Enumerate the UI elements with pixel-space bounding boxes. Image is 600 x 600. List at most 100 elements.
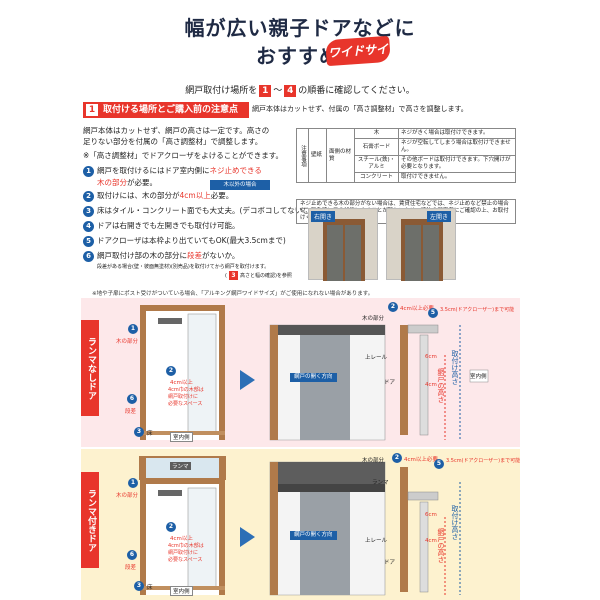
intro-line-2: 足りない部分を付属の「高さ調整材」で調整します。	[83, 137, 263, 146]
door-panel	[405, 225, 421, 281]
install-screen	[300, 492, 350, 595]
marker-3-icon: 3	[134, 427, 144, 437]
door-glass-panel	[187, 487, 217, 589]
marker-3-icon: 3	[134, 581, 144, 591]
label-top-need: 4cm以上必要	[404, 457, 438, 463]
item-text: ドアは右開きでも左開きでも取付け可能。	[97, 221, 240, 230]
marker-2-icon: 2	[166, 522, 176, 532]
section-number: 1	[86, 104, 98, 116]
section-header: 取付ける場所とご購入前の注意点	[83, 102, 249, 118]
label-door: ドア	[384, 380, 396, 386]
label-need-note2: 網戸取付けに	[168, 394, 199, 400]
caution-desc: その他ボードは取付けできます。下穴開けが必要となります。	[398, 155, 516, 173]
wood-exception-tag: 木以外の場合	[210, 180, 270, 190]
label-door: ドア	[384, 560, 396, 566]
footnote: ※地や子扉にポスト受けがついている場合、「アルキング網戸ワイドサイズ」がご使用に…	[92, 291, 374, 297]
marker-6-icon: 6	[127, 394, 137, 404]
item-text-red: 4cm以上	[179, 191, 211, 200]
label-wood: 木の部分	[116, 339, 139, 345]
section-wood	[400, 467, 408, 592]
label-need-note1: 4cm巾の木部は	[168, 387, 204, 393]
section-rail	[407, 491, 439, 501]
label-room-right: 室内側	[470, 374, 487, 380]
photo-left-opening: 左開き	[386, 208, 456, 281]
item-text: が必要。	[127, 178, 157, 187]
door-top-frame	[140, 479, 225, 484]
label-height: 取付け高さ	[451, 505, 459, 540]
open-direction-label: 網戸の開く方向	[290, 531, 337, 540]
door-glass-panel	[187, 313, 217, 433]
item-text: ドアクローザは本枠より出ていてもOK(最大3.5cmまで)	[97, 236, 286, 245]
caution-desc: ネジがきく場合は取付けできます。	[398, 128, 516, 139]
caution-material: スチール(鉄)・アルミ	[354, 155, 399, 173]
caution-material: 木	[354, 128, 399, 139]
caution-desc: 取付けできません。	[398, 172, 516, 183]
label-need-note1: 4cm巾の木部は	[168, 543, 204, 549]
item-text: 取付けには、木の部分が	[97, 191, 180, 200]
step-arrow	[240, 527, 255, 547]
photo-right-opening: 右開き	[308, 208, 378, 281]
door-left-frame	[140, 457, 146, 595]
item-number-icon: 3	[83, 205, 94, 217]
door-panel	[423, 225, 439, 281]
label-need-note3: 必要なスペース	[168, 401, 203, 407]
open-direction-label: 網戸の開く方向	[290, 373, 337, 382]
wide-size-badge: ワイドサイズ	[325, 35, 391, 84]
door-right-frame	[219, 457, 225, 595]
item-text: がないか。	[202, 251, 240, 260]
install-top-rail	[270, 484, 385, 492]
door-panel	[327, 225, 343, 281]
label-wood-right: 木の部分	[362, 458, 385, 464]
label-top-need: 4cm以上必要	[400, 306, 434, 312]
ref-open: (	[225, 273, 227, 279]
item-text: 網戸取付け部の木の部分に	[97, 251, 187, 260]
ref-text: 高さと幅の確認)を参照	[239, 273, 292, 279]
label-need-note2: 網戸取付けに	[168, 550, 199, 556]
section-rail	[407, 324, 439, 334]
label-transom: ランマ	[170, 462, 191, 470]
marker-1-icon: 1	[128, 324, 138, 334]
marker-5-icon: 5	[434, 459, 444, 469]
label-transom-right: ランマ	[372, 480, 389, 486]
door-left-frame	[140, 305, 146, 440]
door-closer	[158, 490, 182, 496]
caution-table: 注意事項 壁紙 面側の材質 木 ネジがきく場合は取付けできます。 石膏ボード ネ…	[296, 128, 516, 183]
marker-5-icon: 5	[428, 308, 438, 318]
instruction-tilde: 〜	[273, 86, 283, 96]
caution-cell: 壁紙	[308, 128, 327, 183]
section-door	[419, 334, 429, 436]
label-h6: 6cm	[425, 354, 437, 360]
label-step: 段差	[125, 565, 137, 571]
section-door	[419, 501, 429, 593]
install-top-rail	[270, 325, 385, 335]
label-need-note3: 必要なスペース	[168, 557, 203, 563]
caution-cell: 面側の材質	[326, 128, 355, 183]
label-floor: 床	[147, 431, 153, 437]
install-left-wood	[270, 462, 278, 595]
item-number-icon: 2	[83, 190, 94, 202]
label-net-height: 網戸の高さ	[437, 528, 445, 563]
list-item: 木の部分が必要。	[97, 177, 157, 188]
install-screen	[300, 335, 350, 440]
instruction-before: 網戸取付け場所を	[185, 86, 258, 96]
label-room: 室内側	[170, 432, 193, 442]
step-4-box: 4	[284, 85, 297, 97]
step-arrow	[240, 370, 255, 390]
marker-2-icon: 2	[392, 453, 402, 463]
item-number-icon: 5	[83, 235, 94, 247]
door-panel	[345, 225, 361, 281]
step-1-box: 1	[259, 85, 272, 97]
intro-line-3: ※「高さ調整材」でドアクローザをよけることができます。	[83, 151, 284, 160]
marker-2-icon: 2	[388, 302, 398, 312]
label-net-height: 網戸の高さ	[437, 368, 445, 403]
item-text: 網戸を取付けるにはドア室内側に	[97, 166, 210, 175]
photo-tag-left: 左開き	[427, 211, 452, 222]
